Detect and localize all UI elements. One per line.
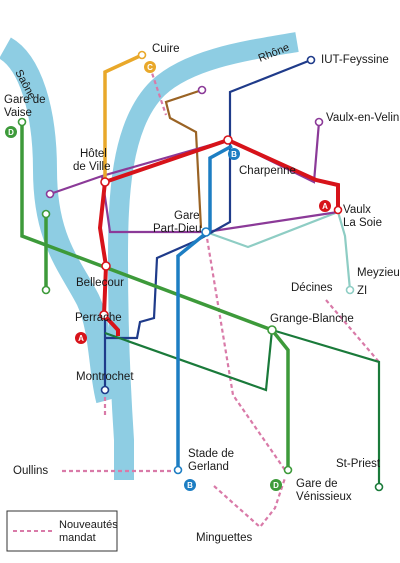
line-a-south — [97, 181, 120, 336]
label-stade-de-gerland-1: Stade de — [188, 448, 234, 460]
station-cuire[interactable] — [137, 50, 147, 60]
line-brown — [164, 88, 203, 229]
new-line-minguettes — [213, 477, 287, 529]
line-b-badge-gerland: B — [184, 479, 196, 491]
label-iut-feyssine: IUT-Feyssine — [321, 54, 389, 66]
label-perrache: Perrache — [75, 312, 122, 324]
legend-box: Nouveautés mandat — [6, 510, 118, 552]
label-meyzieu-zi-2: ZI — [357, 285, 367, 297]
station-gare-de-venissieux[interactable] — [283, 465, 293, 475]
station-gare-part-dieu[interactable] — [201, 227, 211, 237]
line-a-badge-vaulx: A — [319, 200, 331, 212]
line-c-badge: C — [144, 61, 156, 73]
label-st-priest: St-Priest — [336, 458, 381, 470]
line-a — [104, 137, 340, 210]
line-a-badge-label: A — [322, 202, 328, 211]
label-minguettes: Minguettes — [196, 532, 253, 544]
line-a-badge-label: A — [78, 334, 84, 343]
line-navy-north — [106, 58, 312, 340]
station-d-spur-south[interactable] — [41, 285, 51, 295]
legend-line-1: Nouveautés — [59, 519, 118, 531]
station-meyzieu-zi[interactable] — [345, 285, 355, 295]
station-hotel-de-ville[interactable] — [100, 177, 110, 187]
station-vaulx-la-soie[interactable] — [333, 205, 343, 215]
station-st-priest[interactable] — [374, 482, 384, 492]
label-hotel-de-ville-1: Hôtel — [80, 148, 107, 160]
station-gare-de-vaise[interactable] — [17, 117, 27, 127]
line-b-badge-label: B — [231, 150, 237, 159]
line-d-badge-venissieux: D — [270, 479, 282, 491]
label-hotel-de-ville-2: de Ville — [73, 161, 111, 173]
rhone-river — [107, 32, 299, 480]
label-bellecour: Bellecour — [76, 277, 124, 289]
new-line-partdieu-venissieux — [204, 231, 286, 471]
label-vaulx-la-soie-1: Vaulx — [343, 204, 371, 216]
label-decines: Décines — [291, 282, 333, 294]
label-stade-de-gerland-2: Gerland — [188, 461, 229, 473]
label-gare-de-venissieux-1: Gare de — [296, 478, 338, 490]
station-stade-de-gerland[interactable] — [173, 465, 183, 475]
new-line-decines-link — [325, 299, 380, 363]
label-cuire: Cuire — [152, 43, 179, 55]
station-grange-blanche[interactable] — [267, 325, 277, 335]
label-vaulx-la-soie-2: La Soie — [343, 217, 382, 229]
station-iut-feyssine[interactable] — [306, 55, 316, 65]
label-gare-de-venissieux-2: Vénissieux — [296, 491, 352, 503]
line-d-badge-vaise: D — [5, 126, 17, 138]
line-b-badge-label: B — [187, 481, 193, 490]
station-montrochet[interactable] — [100, 385, 110, 395]
line-purple-south — [100, 175, 339, 234]
station-perrache[interactable] — [99, 310, 109, 320]
label-oullins: Oullins — [13, 465, 48, 477]
line-d-badge-label: D — [273, 481, 279, 490]
line-b-badge-charpenne: B — [228, 148, 240, 160]
label-gare-part-dieu-1: Gare — [174, 210, 200, 222]
label-charpenne: Charpenne — [239, 165, 296, 177]
station-vaulx-en-velin[interactable] — [314, 117, 324, 127]
line-a-badge-perrache: A — [75, 332, 87, 344]
line-d-badge-label: D — [8, 128, 14, 137]
label-vaulx-en-velin: Vaulx-en-Velin — [326, 112, 399, 124]
station-purple-west[interactable] — [45, 189, 55, 199]
station-bellecour[interactable] — [101, 261, 111, 271]
line-c — [103, 53, 143, 180]
line-b — [176, 144, 233, 470]
label-gare-de-vaise-1: Gare de — [4, 94, 46, 106]
label-meyzieu-zi-1: Meyzieu — [357, 267, 400, 279]
label-gare-de-vaise-2: Vaise — [4, 107, 32, 119]
line-c-badge-label: C — [147, 63, 153, 72]
station-d-spur-north[interactable] — [41, 209, 51, 219]
saone-river — [0, 37, 120, 404]
legend-line-2: mandat — [59, 532, 96, 544]
label-grange-blanche: Grange-Blanche — [270, 313, 354, 325]
station-charpenne[interactable] — [223, 135, 233, 145]
label-gare-part-dieu-2: Part-Dieu — [153, 223, 202, 235]
station-brown-end[interactable] — [197, 85, 207, 95]
label-montrochet: Montrochet — [76, 371, 134, 383]
new-line-cuire-link — [148, 66, 168, 116]
